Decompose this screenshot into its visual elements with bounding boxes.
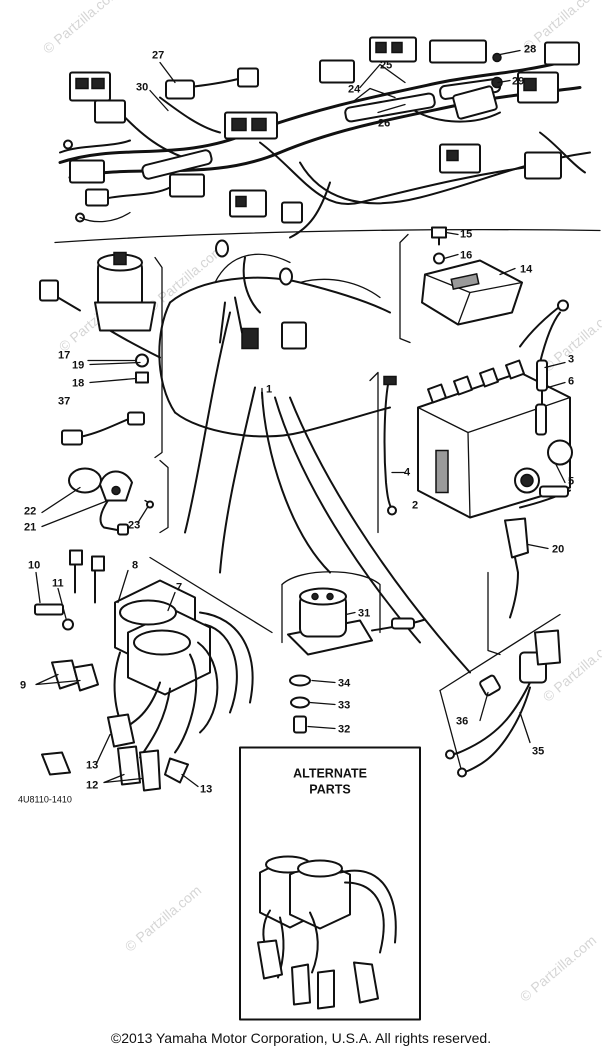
watermark: © Partzilla.com — [517, 932, 600, 1005]
callout-37: 37 — [58, 396, 70, 408]
callout-24: 24 — [348, 84, 361, 96]
callout-10: 10 — [28, 560, 40, 572]
alternate-parts-frame — [239, 746, 421, 1021]
leader-lines — [35, 49, 566, 788]
callout-8: 8 — [132, 560, 138, 572]
watermark: © Partzilla.com — [40, 0, 123, 57]
callout-13a: 13 — [86, 760, 98, 772]
callout-36: 36 — [456, 716, 468, 728]
callout-19: 19 — [72, 360, 84, 372]
callout-6: 6 — [568, 376, 574, 388]
wire-harness — [58, 36, 591, 239]
ignition-coil-group — [34, 549, 273, 792]
callout-25: 25 — [380, 60, 392, 72]
copyright-notice: ©2013 Yamaha Motor Corporation, U.S.A. A… — [110, 1030, 492, 1046]
alternate-parts-title-line2: PARTS — [309, 783, 350, 797]
callout-18: 18 — [72, 378, 84, 390]
callout-22: 22 — [24, 506, 36, 518]
callout-labels: 1 2 3 4 5 6 7 8 9 10 11 12 13 13 14 15 1… — [18, 44, 574, 805]
callout-15: 15 — [460, 229, 472, 241]
callout-2: 2 — [412, 500, 418, 512]
callout-35: 35 — [532, 746, 544, 758]
callout-31: 31 — [358, 608, 370, 620]
section-divider — [54, 228, 601, 244]
callout-30: 30 — [136, 82, 148, 94]
diagram-code: 4U8110-1410 — [18, 795, 72, 805]
starter-relay-group — [281, 571, 426, 734]
callout-33: 33 — [338, 700, 350, 712]
watermark: © Partzilla.com — [144, 242, 227, 315]
pickup-coil-group — [68, 459, 169, 536]
main-switch-group — [39, 251, 163, 459]
watermark: © Partzilla.com — [122, 882, 205, 955]
callout-12: 12 — [86, 780, 98, 792]
callout-20: 20 — [552, 544, 564, 556]
callout-13b: 13 — [200, 784, 212, 796]
callout-23: 23 — [128, 520, 140, 532]
alternate-parts-title-line1: ALTERNATE — [293, 767, 367, 781]
callout-1: 1 — [266, 384, 272, 396]
callout-21: 21 — [24, 522, 36, 534]
cdi-unit-group — [399, 226, 523, 344]
callout-17: 17 — [58, 350, 70, 362]
callout-26: 26 — [378, 118, 390, 130]
callout-5: 5 — [568, 476, 574, 488]
callout-11: 11 — [52, 578, 64, 590]
callout-7: 7 — [176, 582, 182, 594]
frame-outline — [158, 239, 471, 674]
callout-9: 9 — [20, 680, 26, 692]
callout-14: 14 — [520, 264, 533, 276]
callout-32: 32 — [338, 724, 350, 736]
alternate-parts-box: ALTERNATE PARTS — [239, 746, 421, 1021]
callout-28: 28 — [524, 44, 536, 56]
callout-3: 3 — [568, 354, 574, 366]
callout-16: 16 — [460, 250, 472, 262]
callout-29: 29 — [512, 76, 524, 88]
sensor-group — [439, 485, 571, 778]
callout-4: 4 — [404, 467, 411, 479]
battery-group — [369, 299, 573, 534]
callout-27: 27 — [152, 50, 164, 62]
callout-34: 34 — [338, 678, 351, 690]
